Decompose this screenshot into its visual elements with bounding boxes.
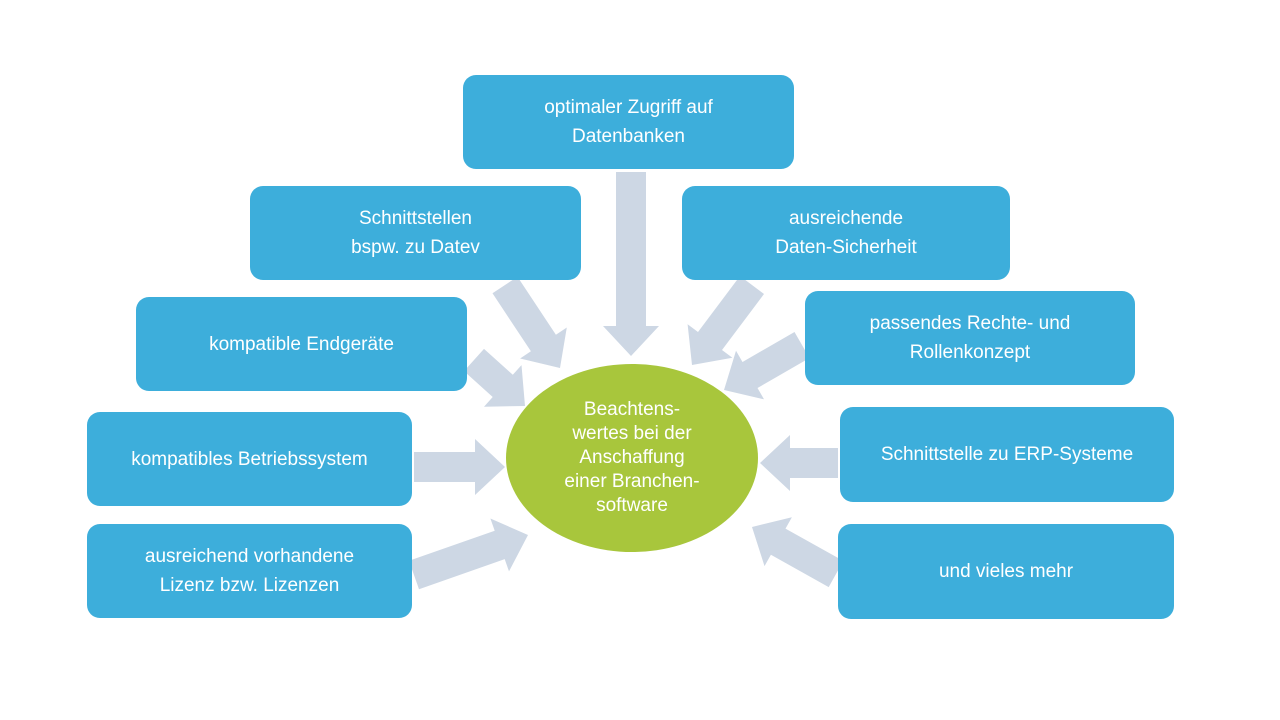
arrow-endgeraete [464, 348, 525, 407]
node-sicherheit: ausreichende Daten-Sicherheit [682, 186, 1010, 280]
node-erp-label: Schnittstelle zu ERP-Systeme [880, 444, 1134, 465]
arrow-sicherheit [687, 276, 764, 365]
node-endgeraete-label: kompatible Endgeräte [209, 333, 394, 355]
node-zugriff-label: optimaler Zugriff auf Datenbanken [544, 97, 713, 147]
arrow-schnittstellen [492, 276, 567, 368]
center-topic-label: Beachtens- wertes bei der Anschaffung ei… [564, 399, 700, 516]
arrow-lizenz [409, 518, 528, 590]
node-zugriff: optimaler Zugriff auf Datenbanken [463, 75, 794, 169]
node-rechte: passendes Rechte- und Rollenkonzept [805, 291, 1135, 385]
node-betriebssystem-label: kompatibles Betriebssystem [131, 448, 368, 470]
arrow-rechte [724, 332, 810, 400]
node-betriebssystem: kompatibles Betriebssystem [87, 412, 412, 506]
node-schnittstellen: Schnittstellen bspw. zu Datev [250, 186, 581, 280]
node-mehr-label: und vieles mehr [938, 561, 1074, 582]
node-erp: Schnittstelle zu ERP-Systeme [840, 407, 1174, 502]
node-rechte-label: passendes Rechte- und Rollenkonzept [869, 313, 1071, 363]
node-schnittstellen-label: Schnittstellen bspw. zu Datev [351, 208, 480, 258]
arrow-mehr [752, 517, 844, 588]
arrow-betriebssystem [414, 439, 505, 495]
center-topic: Beachtens- wertes bei der Anschaffung ei… [506, 364, 758, 552]
node-sicherheit-label: ausreichende Daten-Sicherheit [775, 208, 917, 258]
arrow-zugriff [603, 172, 659, 356]
arrow-erp [760, 435, 838, 491]
node-lizenz-label: ausreichend vorhandene Lizenz bzw. Lizen… [144, 546, 355, 596]
node-lizenz: ausreichend vorhandene Lizenz bzw. Lizen… [87, 524, 412, 618]
node-endgeraete: kompatible Endgeräte [136, 297, 467, 391]
node-mehr: und vieles mehr [838, 524, 1174, 619]
